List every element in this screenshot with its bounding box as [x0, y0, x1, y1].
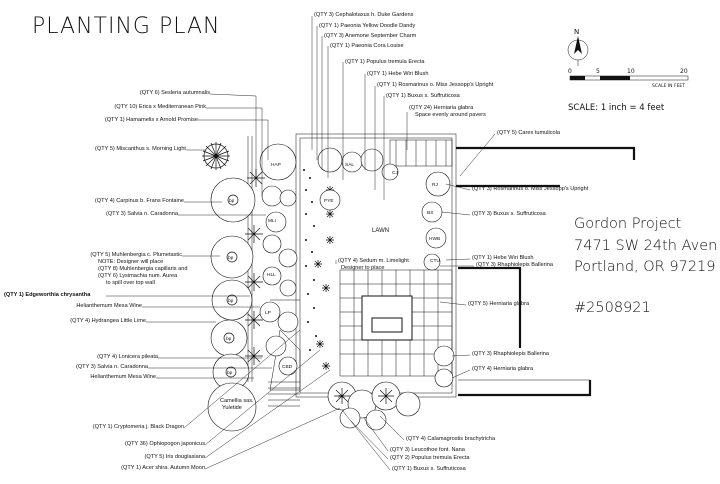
plant-code-tag: LP — [265, 310, 271, 316]
label-helianthemum-1: Helianthemum Mesa Wine — [76, 303, 142, 309]
scale-tick-20: 20 — [680, 68, 688, 75]
label-ophiopogon: (QTY 36) Ophiopogon japonicus — [124, 441, 205, 447]
scale-tick-5: 5 — [596, 68, 600, 75]
plant-code-tag: CBD — [282, 364, 293, 370]
plant-code-tag: bp — [227, 370, 233, 376]
label-leucothoe: (QTY 3) Leucothoe font. Nana — [390, 447, 465, 453]
scale-tick-10: 10 — [627, 68, 635, 75]
left-shrub-column — [202, 142, 265, 432]
house-wall-bottom — [458, 380, 592, 397]
label-sedum: (QTY 4) Sedum m. Limelight — [338, 258, 409, 264]
label-edgeworthia: (QTY 1) Edgeworthia chrysantha — [4, 292, 91, 298]
plant-code-tag: PYE — [324, 198, 334, 204]
scale-unit: SCALE IN FEET — [652, 84, 686, 89]
label-hydrangea: (QTY 4) Hydrangea Little Lime — [70, 318, 146, 324]
plant-code-tag: BS — [427, 210, 433, 216]
plant-tags: HAP MLI HLL LP CBD RJ BS HWB SAL CTU CJ PYE bp bp bp bp… — [226, 162, 440, 400]
patio-pavers — [339, 269, 453, 377]
project-name: Gordon Project — [574, 216, 682, 232]
label-hamamelis: (QTY 1) Hamamelis x Arnold Promise — [104, 117, 198, 123]
label-note-muhlenbergia: (QTY 8) Muhlenbergia capillaris and — [98, 266, 188, 272]
label-sedum-note: Designer to place — [341, 265, 385, 271]
plant-code-tag: HAP — [271, 162, 281, 168]
label-carpinus: (QTY 4) Carpinus b. Frans Fontaine — [94, 198, 184, 204]
house-wall-upper — [456, 146, 636, 160]
label-erica: (QTY 10) Erica x Mediterranean Pink — [114, 104, 206, 110]
steps — [268, 381, 300, 407]
label-camellia-1: Camellia sas. — [220, 398, 254, 404]
label-herniaria-top: (QTY 24) Herniaria glabra — [409, 105, 474, 111]
plant-code-tag: MLI — [268, 218, 276, 224]
label-cephalotaxus: (QTY 3) Cephalotaxus h. Duke Gardens — [314, 12, 414, 18]
label-paeonia-cora: (QTY 1) Paeonia Cora Louise — [330, 43, 404, 49]
label-acer: (QTY 1) Acer shira. Autumn Moon — [121, 465, 205, 471]
label-camellia-2: Yuletide — [222, 405, 242, 411]
label-note-designer: NOTE: Designer will place — [98, 259, 164, 265]
label-rhaphiolepis-2: (QTY 3) Rhaphiolepis Ballerina — [472, 351, 550, 357]
label-rosmarinus-right: (QTY 3) Rosmarinus o. Miss Jessopp's Upr… — [472, 186, 589, 192]
inner-left-bed — [259, 143, 334, 376]
plant-code-tag: bp — [226, 336, 232, 342]
scale-bar — [569, 75, 689, 81]
label-lonicera: (QTY 4) Lonicera pileata — [97, 354, 158, 360]
project-address: 7471 SW 24th Aven — [574, 238, 718, 254]
lawn-label: LAWN — [372, 228, 389, 234]
label-note-lysimachia: (QTY 6) Lysimachia num. Aurea — [98, 273, 178, 279]
top-cluster — [317, 147, 455, 388]
plant-code-tag: CTU — [430, 258, 440, 264]
north-arrow — [567, 36, 589, 66]
hardscape — [247, 133, 636, 407]
label-sesleria: (QTY 6) Sesleria autumnalis — [139, 90, 210, 96]
label-buxus-top: (QTY 1) Buxus s. Suffruticosa — [386, 93, 460, 99]
label-paeonia-yellow: (QTY 1) Paeonia Yellow Doodle Dandy — [319, 23, 416, 29]
camellia — [207, 382, 257, 432]
label-hebe-top: (QTY 1) Hebe Wiri Blush — [367, 71, 429, 77]
patio-wall — [458, 266, 522, 348]
label-buxus-bottom: (QTY 1) Buxus s. Suffruticosa — [392, 466, 466, 472]
scale-tick-0: 0 — [568, 68, 572, 75]
page-title: PLANTING PLAN — [32, 14, 221, 39]
label-buxus-right: (QTY 3) Buxus s. Suffruticosa — [472, 211, 546, 217]
label-hebe-right: (QTY 1) Hebe Wiri Blush — [472, 255, 534, 261]
plant-code-tag: HLL — [267, 272, 276, 278]
plant-code-tag: bp — [228, 255, 234, 261]
plant-code-tag: SAL — [345, 162, 354, 168]
label-muhlenbergia: (QTY 5) Muhlenbergia c. Plumetastic — [90, 252, 182, 258]
label-anemone: (QTY 3) Anemone September Charm — [324, 33, 417, 39]
scale-text: SCALE: 1 inch = 4 feet — [568, 103, 665, 113]
bottom-cluster — [327, 381, 421, 431]
north-label: N — [574, 28, 580, 36]
label-rhaphiolepis-1: (QTY 3) Rhaphiolepis Ballerina — [476, 262, 554, 268]
label-rosmarinus-top: (QTY 1) Rosmarinus o. Miss Jessopp's Upr… — [377, 82, 494, 88]
label-salvia-1: (QTY 3) Salvia n. Caradonna — [105, 211, 178, 217]
miscanthus-symbol — [202, 142, 230, 170]
label-herniaria-right-1: (QTY 5) Herniaria glabra — [468, 301, 530, 307]
label-calamagrostis: (QTY 4) Calamagrostis brachytricha — [406, 436, 496, 442]
paver-strip-top — [389, 139, 453, 167]
label-note-spill: to spill over top wall — [106, 280, 155, 286]
label-salvia-2: (QTY 3) Salvia n. Caradonna — [75, 364, 148, 370]
label-cryptomeria: (QTY 1) Cryptomeria j. Black Dragon — [92, 424, 184, 430]
label-miscanthus: (QTY 5) Miscanthus s. Morning Light — [95, 146, 186, 152]
plant-code-tag: RJ — [432, 182, 438, 188]
label-iris: (QTY 5) Iris douglasiana — [144, 454, 205, 460]
plant-code-tag: bp — [228, 298, 234, 304]
plant-code-tag: HWB — [429, 236, 440, 242]
label-carex: (QTY 5) Carex tumulicola — [497, 130, 561, 136]
label-herniaria-right-2: (QTY 4) Herniaria glabra — [472, 366, 534, 372]
project-number: #2508921 — [574, 300, 651, 316]
plant-code-tag: SC — [338, 394, 345, 400]
label-populus-bottom: (QTY 2) Populus tremula Erecta — [390, 455, 470, 461]
project-city: Portland, OR 97219 — [574, 259, 716, 275]
label-populus-top: (QTY 1) Populus tremula Erecta — [345, 59, 425, 65]
label-herniaria-note: Space evenly around pavers — [415, 112, 486, 118]
plant-code-tag: CJ — [392, 170, 398, 176]
leader-lines — [106, 16, 496, 471]
label-helianthemum-2: Helianthemum Mesa Wine — [90, 374, 156, 380]
plant-code-tag: bp — [229, 198, 235, 204]
